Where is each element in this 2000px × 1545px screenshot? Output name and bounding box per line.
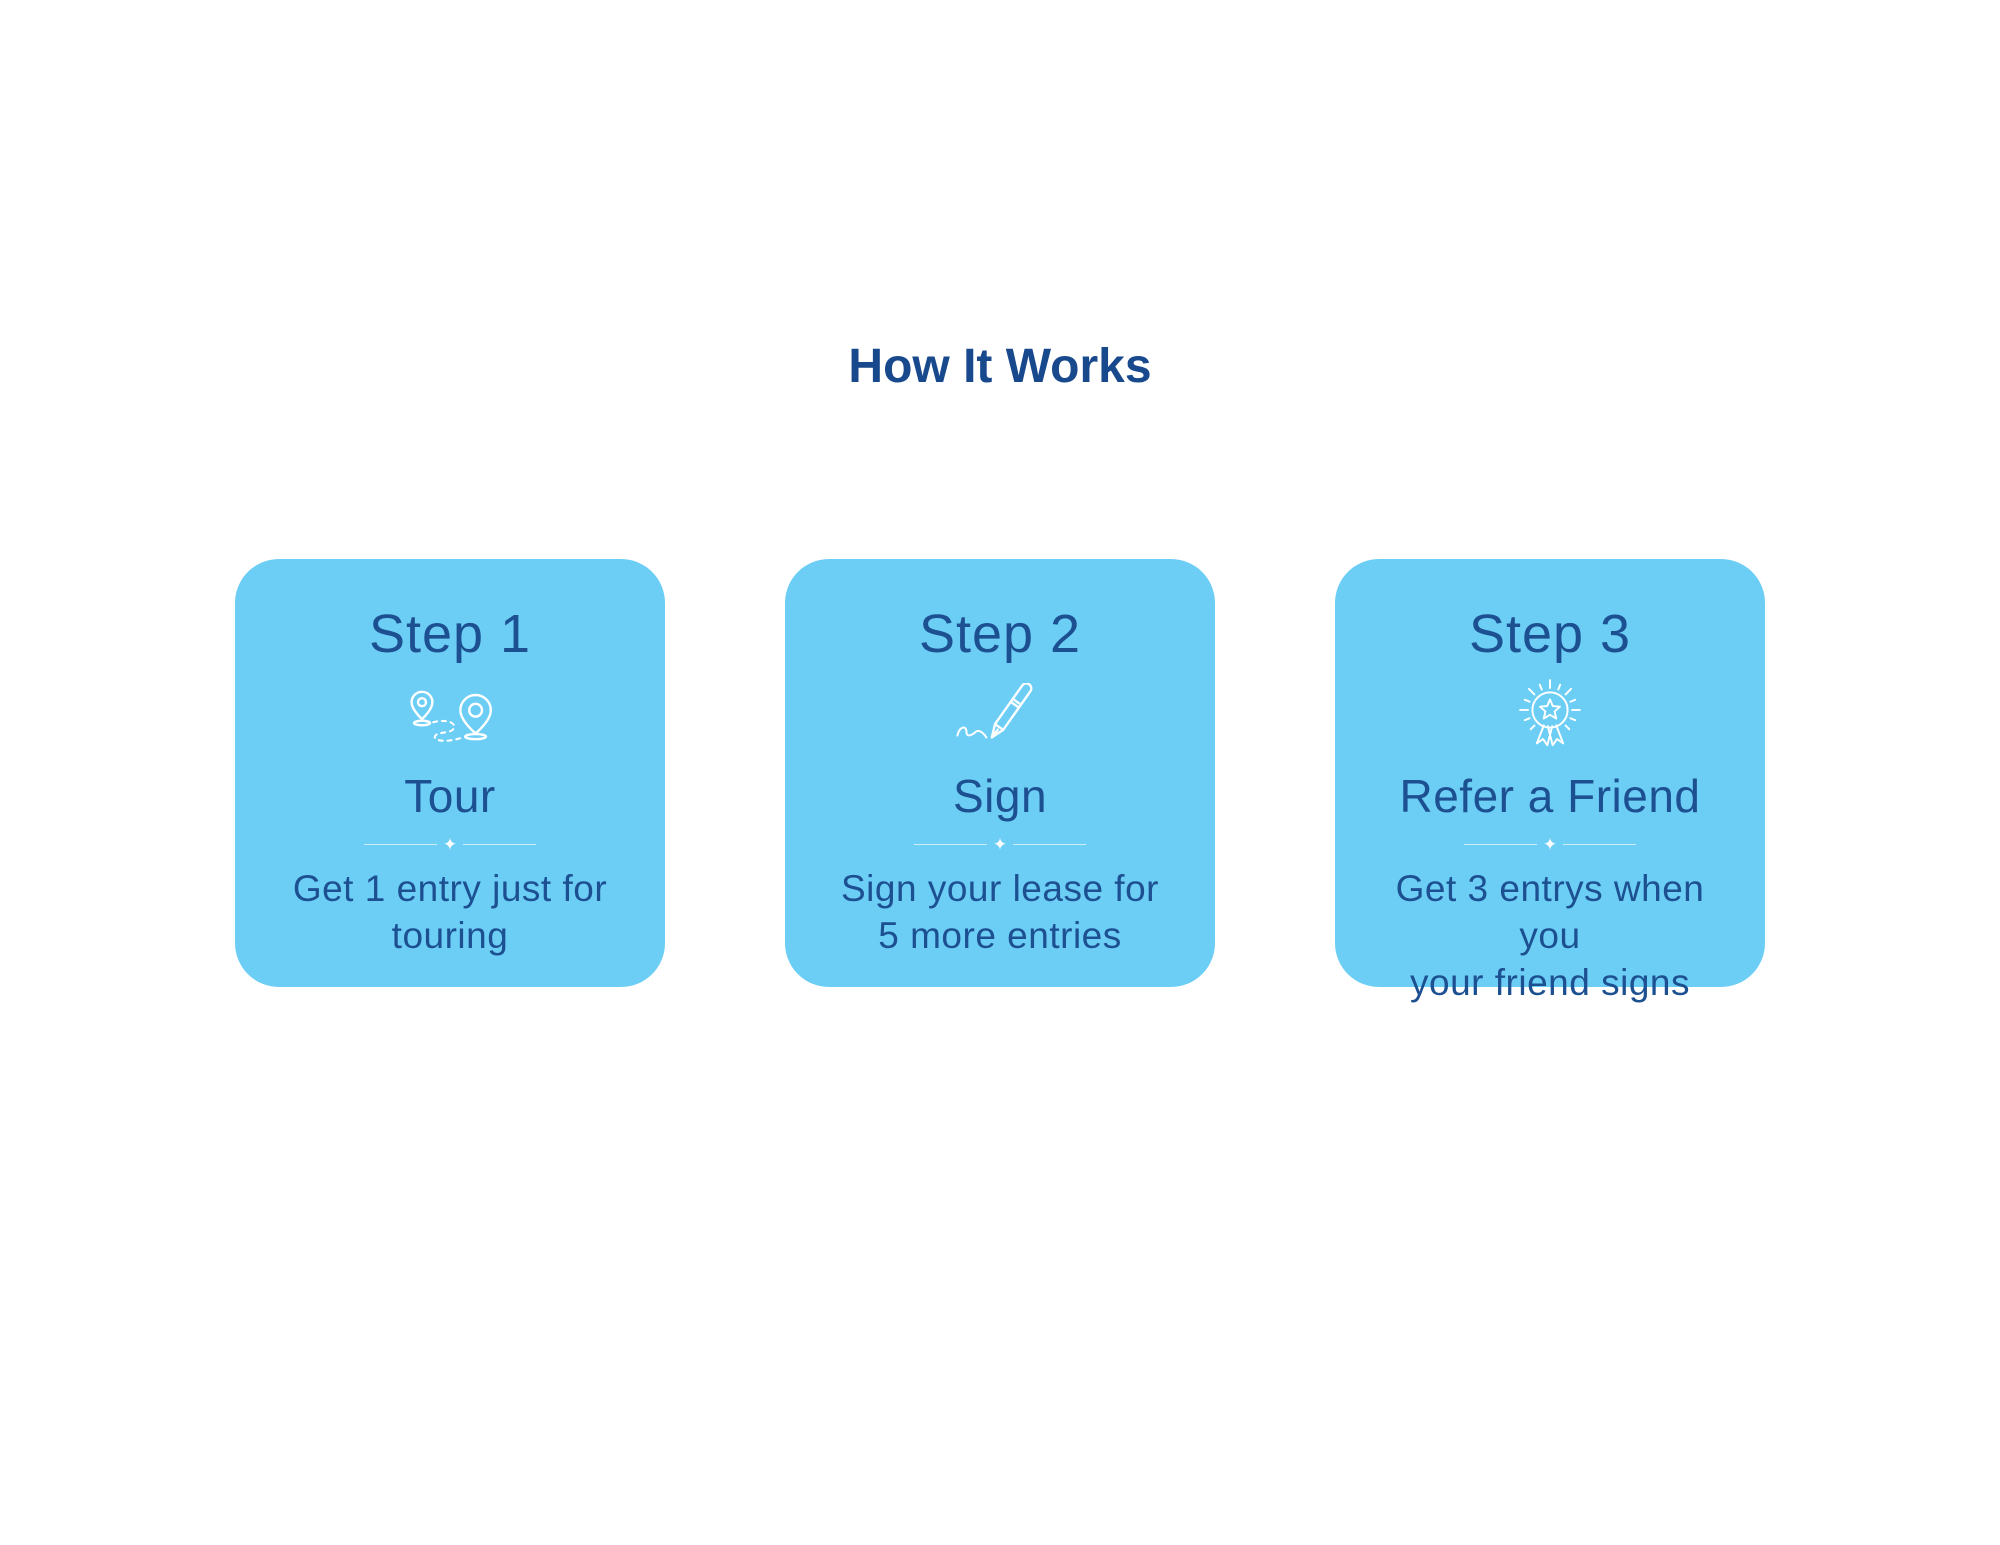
card-description: Get 1 entry just for touring xyxy=(260,865,640,959)
pen-signing-icon xyxy=(785,671,1215,763)
card-heading: Tour xyxy=(404,770,496,822)
divider-line xyxy=(1563,843,1636,845)
card-description: Get 3 entrys when you your friend signs xyxy=(1360,865,1740,1006)
route-map-pins-icon xyxy=(235,671,665,763)
step-card-tour: Step 1 Tour ✦ Get 1 entry just xyxy=(235,559,665,987)
description-line: your friend signs xyxy=(1410,962,1690,1003)
divider: ✦ xyxy=(1464,835,1636,853)
card-heading: Refer a Friend xyxy=(1399,770,1701,822)
description-line: Get 3 entrys when you xyxy=(1395,868,1705,956)
divider-line xyxy=(1013,843,1086,845)
divider-line xyxy=(463,843,536,845)
divider-line xyxy=(364,843,437,845)
step-label: Step 2 xyxy=(918,604,1082,664)
divider: ✦ xyxy=(364,835,536,853)
step-label: Step 1 xyxy=(368,604,532,664)
step-card-refer-a-friend: Step 3 xyxy=(1335,559,1765,1003)
page-title: How It Works xyxy=(848,340,1152,393)
description-line: Get 1 entry just for xyxy=(292,868,608,909)
award-ribbon-icon xyxy=(1335,671,1765,763)
divider-line xyxy=(914,843,987,845)
step-label: Step 3 xyxy=(1468,604,1632,664)
steps-row: Step 1 Tour ✦ Get 1 entry just xyxy=(0,559,2000,1003)
description-line: Sign your lease for xyxy=(840,868,1159,909)
divider: ✦ xyxy=(914,835,1086,853)
card-description: Sign your lease for 5 more entries xyxy=(810,865,1190,959)
sparkle-icon: ✦ xyxy=(992,834,1008,854)
card-heading: Sign xyxy=(952,770,1048,822)
divider-line xyxy=(1464,843,1537,845)
sparkle-icon: ✦ xyxy=(1542,834,1558,854)
description-line: touring xyxy=(391,915,509,956)
step-card-sign: Step 2 Sign ✦ Sign your lease for xyxy=(785,559,1215,987)
description-line: 5 more entries xyxy=(878,915,1122,956)
sparkle-icon: ✦ xyxy=(442,834,458,854)
